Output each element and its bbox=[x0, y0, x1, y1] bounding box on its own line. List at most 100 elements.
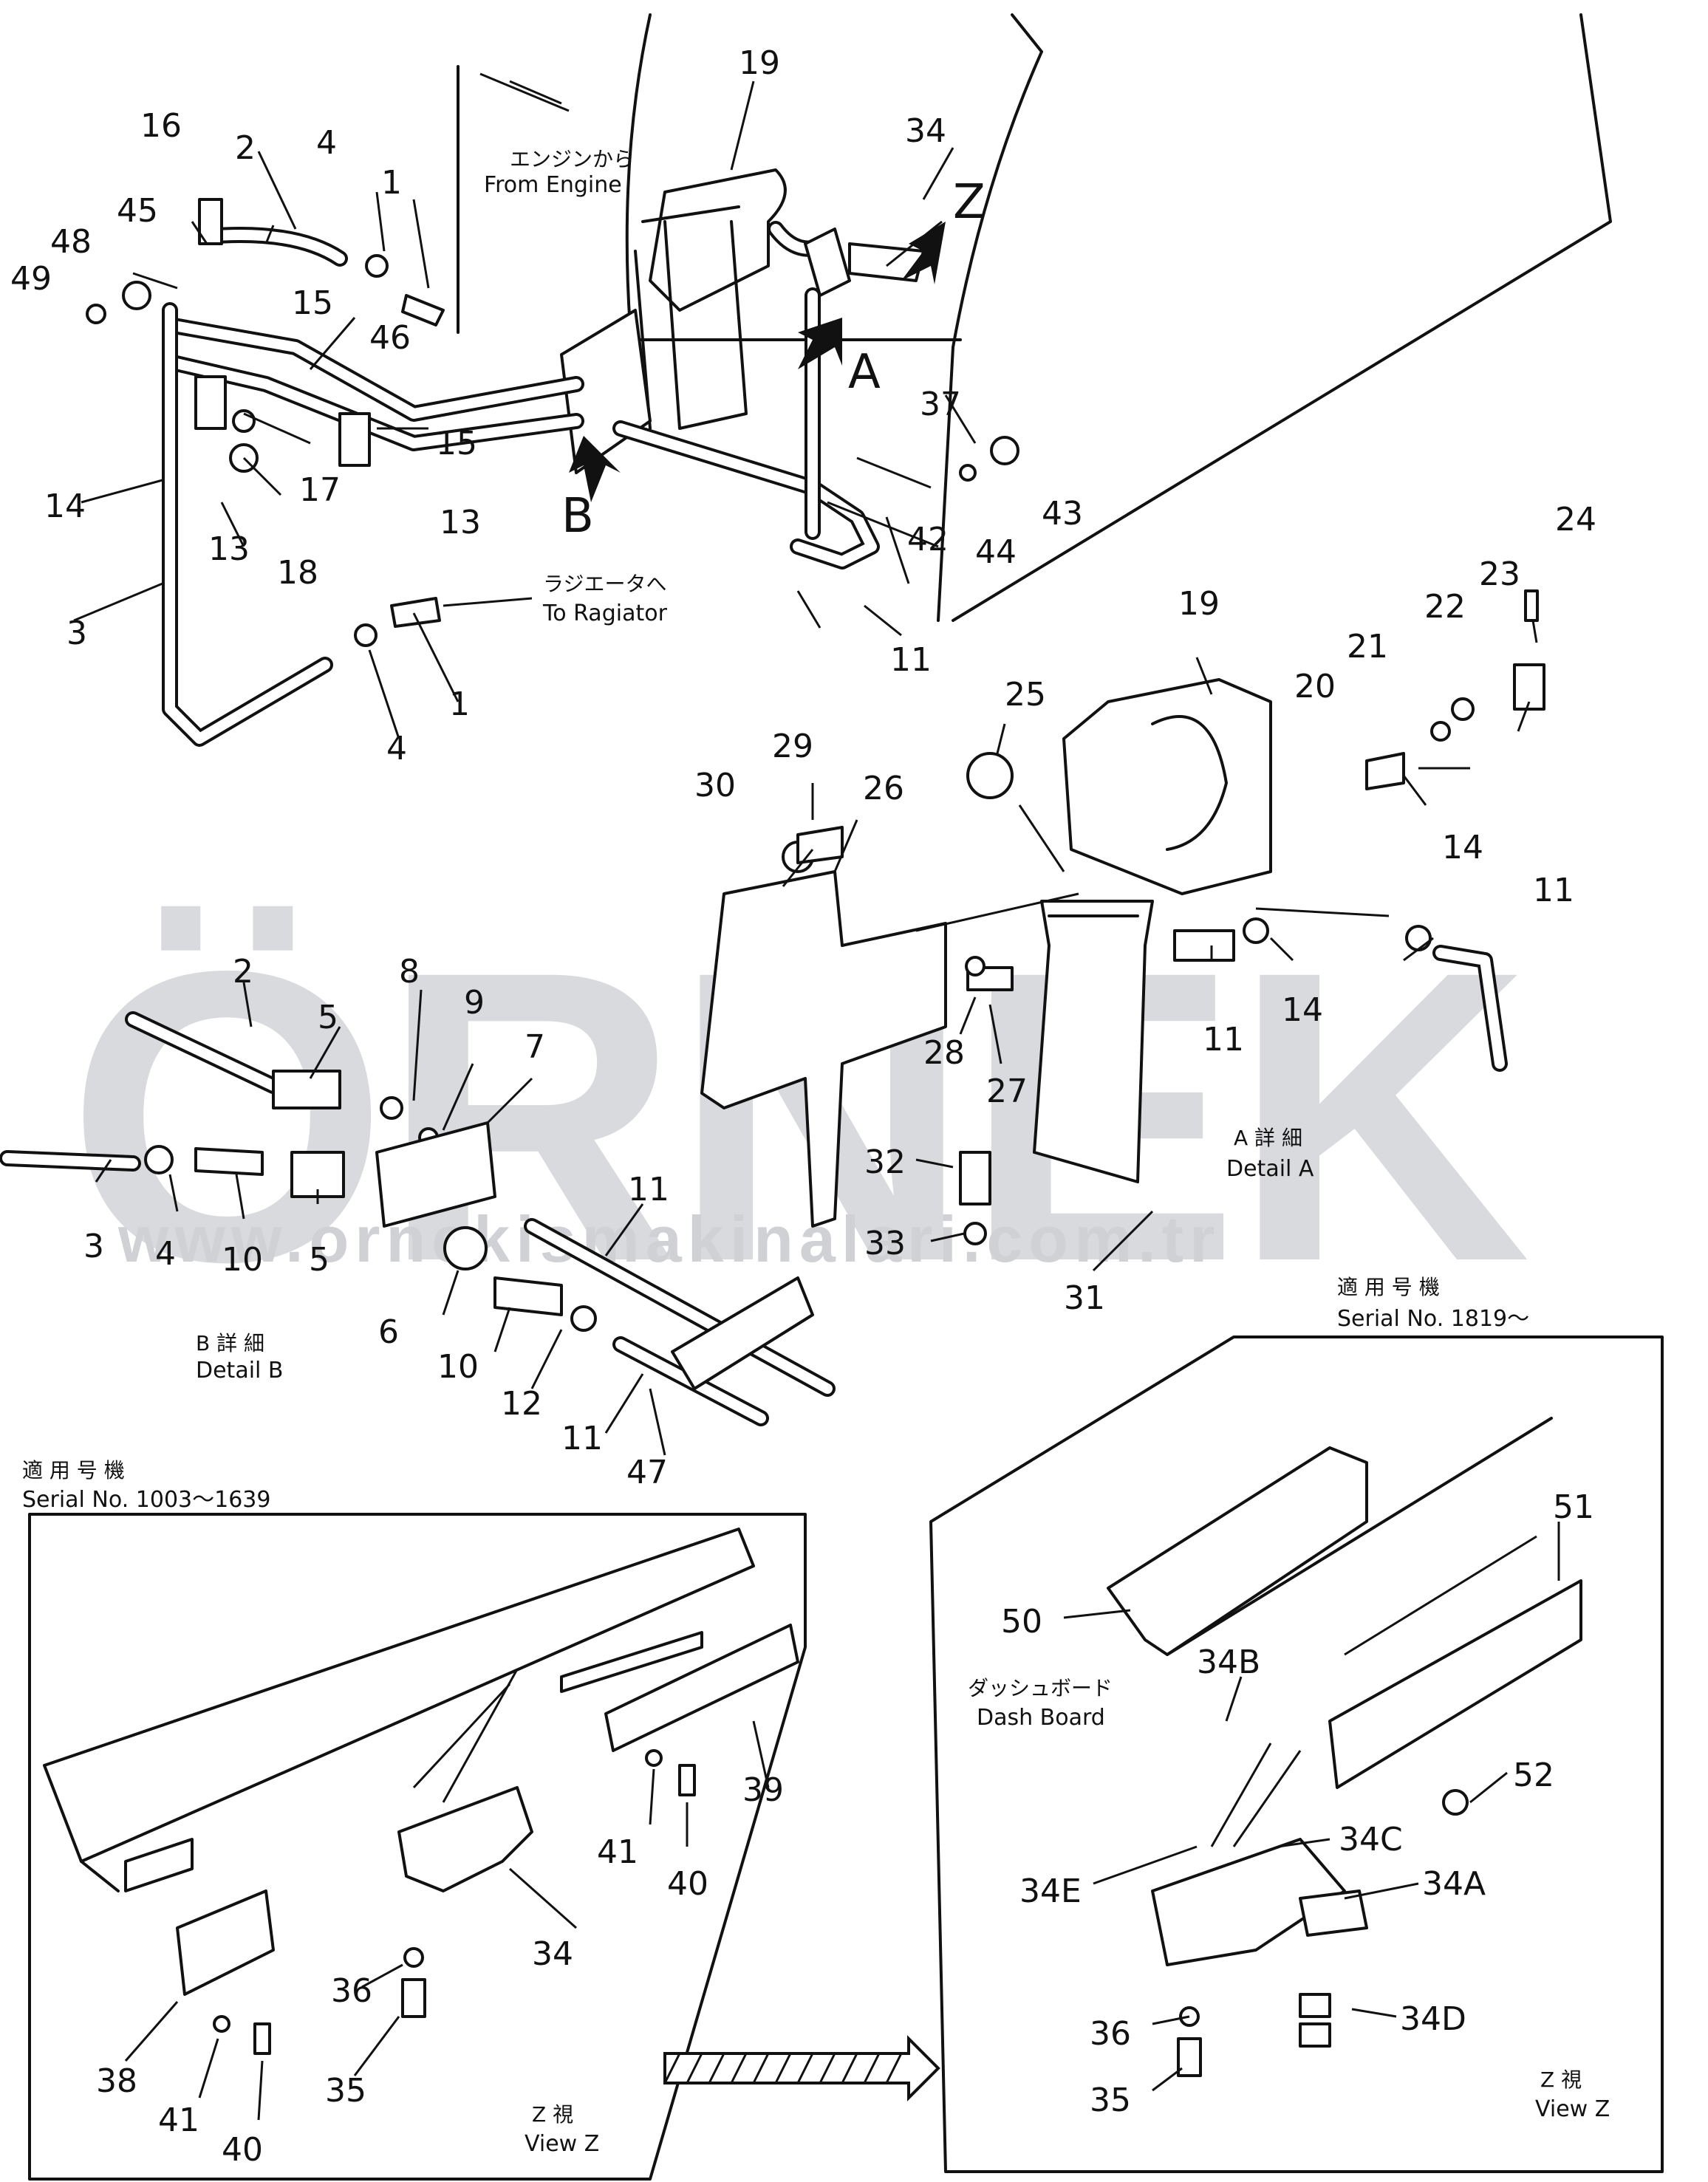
detail-b bbox=[0, 1011, 836, 1426]
callout: 41 bbox=[597, 1833, 638, 1871]
callout: 19 bbox=[739, 44, 780, 82]
watermark-url: www.ornekismakinalari.com.tr bbox=[117, 1203, 1220, 1276]
block-47 bbox=[671, 1276, 814, 1390]
callout: 43 bbox=[1042, 495, 1083, 533]
serial-old-jp: 適 用 号 機 bbox=[22, 1458, 125, 1482]
callout: 33 bbox=[864, 1225, 906, 1262]
bolt-32 bbox=[959, 1151, 991, 1205]
callout: 32 bbox=[864, 1143, 906, 1181]
callout: 16 bbox=[140, 107, 182, 145]
callout: 35 bbox=[325, 2072, 366, 2110]
callout: 39 bbox=[742, 1771, 784, 1809]
dash-board: Dash Board bbox=[977, 1705, 1105, 1731]
fitting-5a bbox=[272, 1070, 341, 1109]
callout: 1 bbox=[449, 685, 470, 723]
detail-b: Detail B bbox=[196, 1358, 284, 1384]
callout: 15 bbox=[436, 425, 477, 462]
bracket-50 bbox=[1107, 1446, 1368, 1656]
from-engine-jp: エンジンから bbox=[510, 147, 634, 171]
callout: 52 bbox=[1513, 1757, 1554, 1794]
view-arrow-a: A bbox=[848, 345, 881, 400]
cab-floor bbox=[634, 13, 1612, 622]
callout: 34E bbox=[1019, 1873, 1082, 1910]
callout: 1 bbox=[381, 164, 402, 202]
callout: 3 bbox=[83, 1228, 104, 1265]
callout: 7 bbox=[525, 1028, 545, 1066]
panel-cut-left bbox=[124, 1838, 194, 1892]
view-z-old-frame bbox=[28, 1513, 807, 2181]
clamp-14 bbox=[1243, 917, 1269, 944]
callout: 29 bbox=[772, 728, 813, 765]
view-z-right: View Z bbox=[1535, 2096, 1610, 2122]
captions: エンジンから From Engine ラジエータへ To Ragiator Z … bbox=[22, 147, 1610, 2157]
detail-b-jp: B 詳 細 bbox=[196, 1331, 264, 1355]
callout: 4 bbox=[316, 124, 337, 162]
callout: 5 bbox=[309, 1241, 329, 1279]
fitting-1 bbox=[401, 294, 445, 326]
callout: 3 bbox=[66, 615, 87, 652]
callout: 11 bbox=[561, 1420, 603, 1457]
to-radiator: To Ragiator bbox=[542, 601, 668, 626]
duct bbox=[1033, 900, 1154, 1183]
callout: 36 bbox=[331, 1972, 372, 2010]
cab-outline bbox=[457, 13, 1043, 622]
callout: 8 bbox=[399, 953, 420, 991]
hose-11 bbox=[1173, 929, 1235, 962]
view-z-old bbox=[28, 1513, 807, 2181]
switch-34 bbox=[848, 242, 925, 282]
callout: 2 bbox=[235, 129, 256, 167]
callout: 26 bbox=[863, 770, 904, 807]
callout: 9 bbox=[464, 984, 485, 1022]
callout: 46 bbox=[369, 319, 411, 357]
ring-25 bbox=[966, 752, 1014, 799]
callout: 41 bbox=[158, 2101, 199, 2139]
callout: 42 bbox=[907, 521, 949, 558]
bolt-8 bbox=[380, 1096, 403, 1120]
clamp-4 bbox=[365, 254, 389, 278]
clamp-13b bbox=[194, 375, 227, 430]
callout: 25 bbox=[1005, 676, 1046, 714]
callout: 34B bbox=[1197, 1644, 1260, 1681]
callout: 49 bbox=[10, 260, 52, 298]
callout: 50 bbox=[1001, 1603, 1042, 1641]
detail-a bbox=[700, 589, 1545, 1245]
callout: 11 bbox=[1533, 872, 1574, 909]
panel-cut-right bbox=[560, 1631, 703, 1693]
clamp-14b bbox=[1405, 925, 1432, 951]
panel-51 bbox=[1328, 1579, 1582, 1789]
callout: 35 bbox=[1090, 2082, 1131, 2119]
callout: 15 bbox=[292, 284, 333, 322]
bolt-35b bbox=[1177, 2037, 1202, 2077]
callout: 36 bbox=[1090, 2015, 1131, 2053]
washer-41a bbox=[645, 1749, 663, 1767]
detail-a-jp: A 詳 細 bbox=[1234, 1126, 1302, 1150]
callout: 4 bbox=[386, 730, 407, 767]
callout: 4 bbox=[155, 1235, 176, 1273]
callout: 12 bbox=[501, 1385, 542, 1423]
callout: 45 bbox=[117, 192, 158, 230]
callout: 31 bbox=[1064, 1279, 1105, 1317]
clip-22 bbox=[1451, 697, 1475, 721]
screw-40b bbox=[253, 2022, 271, 2055]
serial-old: Serial No. 1003～1639 bbox=[22, 1487, 270, 1513]
arrow-z-icon bbox=[901, 222, 946, 284]
knob-34d-a bbox=[1299, 1993, 1331, 2018]
callout: 5 bbox=[318, 999, 338, 1036]
switch-34-new bbox=[1151, 1838, 1346, 1966]
heater-unit bbox=[649, 168, 787, 312]
callout: 2 bbox=[233, 953, 253, 991]
callout: 48 bbox=[50, 223, 92, 261]
fitting-10b bbox=[493, 1276, 563, 1316]
main-assembly bbox=[86, 13, 1612, 747]
callout: 14 bbox=[44, 488, 86, 525]
heater-box bbox=[1062, 678, 1272, 895]
view-z-new-frame bbox=[929, 1335, 1664, 2173]
callout: 10 bbox=[222, 1241, 263, 1279]
serial-new-jp: 適 用 号 機 bbox=[1337, 1275, 1440, 1299]
callout: 27 bbox=[986, 1073, 1028, 1110]
callout: 10 bbox=[437, 1348, 479, 1386]
callout: 17 bbox=[299, 471, 341, 509]
view-arrow-z: Z bbox=[953, 175, 985, 230]
view-z-left: View Z bbox=[525, 2131, 599, 2157]
arrow-b-icon bbox=[569, 436, 621, 502]
